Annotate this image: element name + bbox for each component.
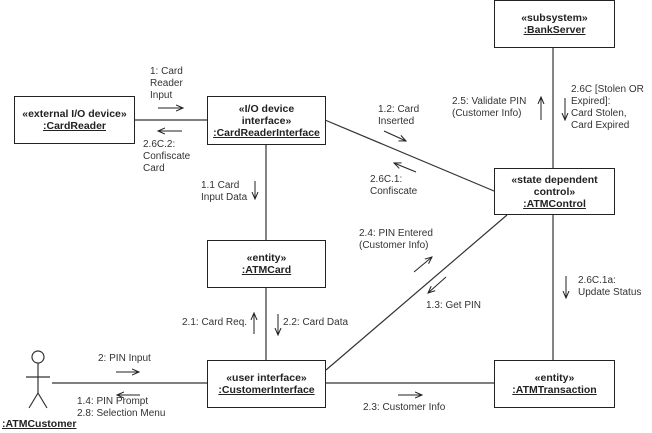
message-label: 1.1 Card Input Data [201,180,248,203]
message-label: 2.5: Validate PIN (Customer Info) [452,96,527,119]
object-atmtransaction[interactable]: «entity» :ATMTransaction [494,360,615,408]
actor-icon [26,350,50,409]
message-label: 2.1: Card Req. [182,317,248,328]
actor-name: :ATMCustomer [2,418,77,430]
stereotype: «subsystem» [521,12,588,24]
object-name: :ATMCard [241,264,292,276]
message-label: 2: PIN Input [98,353,151,364]
stereotype: «entity» [246,252,287,264]
stereotype: «external I/O device» [22,108,127,120]
object-cardreaderinterface[interactable]: «I/O device interface» :CardReaderInterf… [207,96,326,145]
message-label: 2.3: Customer Info [363,402,446,413]
message-label: 2.4: PIN Entered (Customer Info) [359,228,433,251]
message-label: 1.2: Card Inserted [378,104,420,127]
object-name: :ATMControl [523,197,586,210]
message-label: 2.6C.1: Confiscate [370,174,418,197]
message-label: 1.4: PIN Prompt 2.8: Selection Menu [77,396,166,419]
object-name: :CardReader [42,120,107,132]
object-atmcard[interactable]: «entity» :ATMCard [207,240,326,288]
stereotype: «entity» [534,372,575,384]
arrow-m2-6c-1 [394,163,417,173]
object-cardreader[interactable]: «external I/O device» :CardReader [14,96,135,144]
message-label: 1: Card Reader Input [150,66,183,101]
object-customerinterface[interactable]: «user interface» :CustomerInterface [207,360,326,408]
message-label: 1.3: Get PIN [426,300,482,311]
object-bankserver[interactable]: «subsystem» :BankServer [494,0,615,48]
link-cri-atmcontrol [324,119,495,192]
message-label: 2.2: Card Data [283,317,349,328]
arrow-m1-3 [428,276,447,293]
message-label: 2.6C.2: Confiscate Card [143,139,191,174]
arrow-m2-4 [413,257,432,273]
stereotype: «state dependent control» [511,173,598,198]
object-name: :CustomerInterface [218,384,315,396]
message-label: 2.6C.1a: Update Status [578,275,642,298]
message-label: 2.6C [Stolen OR Expired]: Card Stolen, C… [571,84,644,131]
arrow-m1-2 [383,130,406,141]
object-name: :BankServer [523,24,586,36]
stereotype: «user interface» [226,372,307,384]
link-atmcontrol-custint [325,214,508,371]
stereotype: «I/O device interface» [238,102,295,127]
object-name: :ATMTransaction [512,384,597,396]
object-atmcontrol[interactable]: «state dependent control» :ATMControl [494,168,615,215]
object-name: :CardReaderInterface [213,126,320,139]
